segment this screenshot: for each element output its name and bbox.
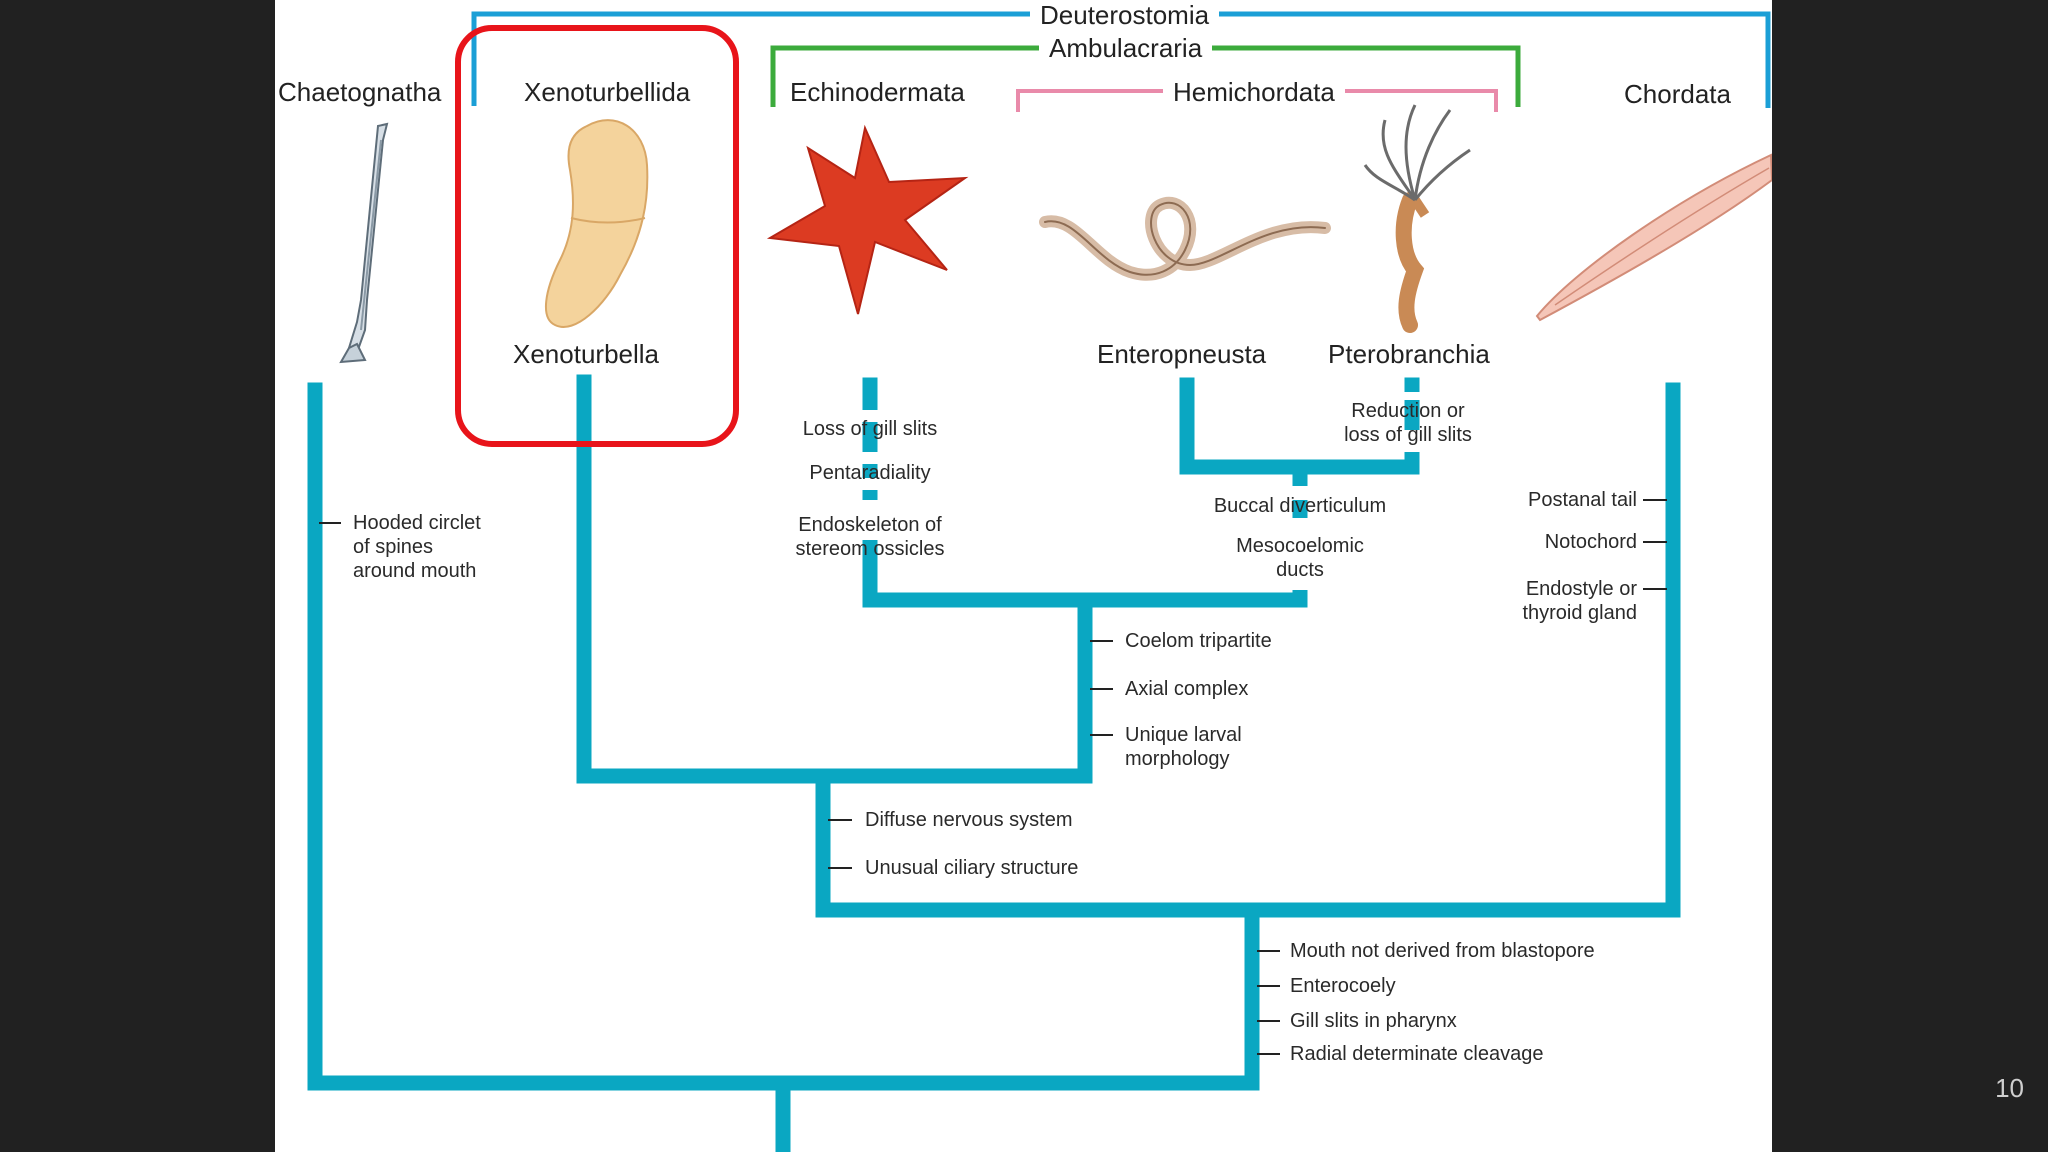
- sea-star-icon: [766, 124, 969, 315]
- deuterostomia-trait-4: Radial determinate cleavage: [1290, 1043, 1544, 1065]
- xenambulacraria-trait-2: Unusual ciliary structure: [865, 857, 1079, 879]
- chordata-label: Chordata: [1624, 79, 1731, 109]
- arrow-worm-icon: [339, 122, 389, 364]
- xenoturbella-label: Xenoturbella: [513, 339, 659, 369]
- chordata-trait-1: Postanal tail: [1528, 489, 1637, 511]
- lancelet-icon: [1535, 153, 1772, 322]
- xenambulacraria-trait-1: Diffuse nervous system: [865, 809, 1073, 831]
- hemichordata-trait-1: Buccal diverticulum: [1213, 495, 1387, 517]
- hemichordata-trait-2: Mesocoelomic ducts: [1236, 535, 1364, 581]
- acorn-worm-icon: [1039, 196, 1331, 281]
- hemichordata-internal: [1179, 377, 1420, 475]
- deuterostomia-trait-1: Mouth not derived from blastopore: [1290, 940, 1595, 962]
- trait-ticks: [319, 499, 1667, 1055]
- tree-branches: [307, 374, 1681, 1152]
- deuterostomia-trait-2: Enterocoely: [1290, 975, 1396, 997]
- pterobranch-icon: [1363, 104, 1471, 333]
- pterobranchia-trait: Reduction or loss of gill slits: [1344, 400, 1472, 446]
- echinodermata-trait-3: Endoskeleton of stereom ossicles: [795, 514, 945, 560]
- xenoturbella-branch: [576, 374, 1093, 784]
- pterobranchia-label: Pterobranchia: [1328, 339, 1490, 369]
- chordata-trait-3: Endostyle or thyroid gland: [1522, 578, 1637, 624]
- deuterostomia-label: Deuterostomia: [1030, 0, 1220, 32]
- chordata-trait-2: Notochord: [1544, 531, 1637, 553]
- slide: Deuterostomia Ambulacraria Hemichordata …: [275, 0, 1772, 1152]
- enteropneusta-label: Enteropneusta: [1097, 339, 1267, 369]
- ambulacraria-trait-3: Unique larval morphology: [1125, 724, 1242, 770]
- chaetognatha-label: Chaetognatha: [278, 77, 442, 107]
- ambulacraria-trait-2: Axial complex: [1125, 678, 1249, 700]
- chaetognatha-branch: [307, 382, 1260, 1091]
- deuterostomia-trait-3: Gill slits in pharynx: [1290, 1010, 1457, 1032]
- phylogeny-tree: [307, 11, 1772, 1152]
- hemichordata-label: Hemichordata: [1163, 77, 1345, 109]
- ambulacraria-trait-1: Coelom tripartite: [1125, 630, 1272, 652]
- chaetognatha-trait: Hooded circlet of spines around mouth: [353, 512, 481, 582]
- echinodermata-label: Echinodermata: [790, 77, 965, 107]
- echinodermata-trait-1: Loss of gill slits: [802, 418, 938, 440]
- echinodermata-trait-2: Pentaradiality: [809, 462, 931, 484]
- xenoturbella-icon: [544, 119, 649, 328]
- trait-gap-dashes: [861, 392, 1421, 590]
- page-number: 10: [1995, 1073, 2024, 1103]
- ambulacraria-label: Ambulacraria: [1039, 33, 1213, 65]
- xenambulacraria-branch: [815, 382, 1681, 918]
- highlight-box: [455, 25, 739, 447]
- xenoturbellida-label: Xenoturbellida: [524, 77, 691, 107]
